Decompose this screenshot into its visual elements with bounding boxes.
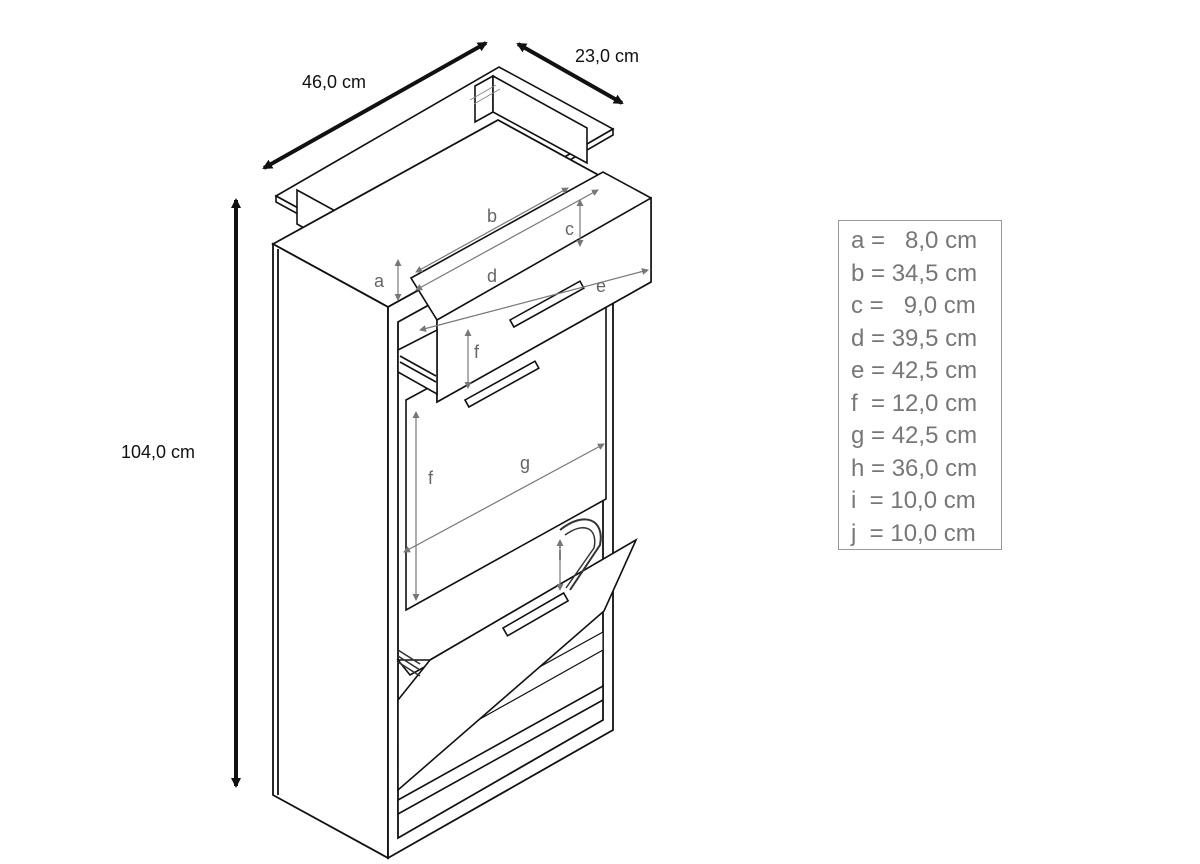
legend-row-h: h = 36,0 cm: [851, 454, 978, 482]
label-i: i: [558, 544, 562, 564]
legend-row-c: c = 9,0 cm: [851, 292, 976, 319]
height-dimension: 104,0 cm: [121, 198, 241, 788]
label-f-flap: f: [428, 468, 434, 488]
legend-row-e: e = 42,5 cm: [851, 357, 978, 384]
width-dimension: 46,0 cm: [262, 41, 488, 170]
height-label: 104,0 cm: [121, 442, 195, 462]
depth-label: 23,0 cm: [575, 46, 639, 66]
legend-row-i: i = 10,0 cm: [851, 487, 976, 514]
depth-dimension: 23,0 cm: [516, 42, 639, 105]
inner-labels: b c a d e f f g i: [374, 206, 606, 564]
open-flap: [396, 518, 638, 792]
label-g: g: [520, 453, 530, 473]
legend-row-d: d = 39,5 cm: [851, 324, 978, 352]
legend-row-g: g = 42,5 cm: [851, 422, 978, 449]
legend-row-a: a = 8,0 cm: [851, 227, 978, 254]
label-a: a: [374, 271, 385, 291]
label-e: e: [596, 276, 606, 296]
label-c: c: [565, 219, 574, 239]
inner-dimensions: [394, 187, 649, 601]
label-f-drawer: f: [474, 342, 480, 362]
legend-row-j: j = 10,0 cm: [851, 519, 976, 547]
width-label: 46,0 cm: [302, 72, 366, 92]
label-b: b: [487, 206, 497, 226]
legend-row-f: f = 12,0 cm: [851, 389, 978, 417]
legend-row-b: b = 34,5 cm: [851, 259, 978, 287]
dimension-legend: a = 8,0 cm b = 34,5 cm c = 9,0 cm d = 39…: [838, 220, 1002, 550]
label-d: d: [487, 266, 497, 286]
